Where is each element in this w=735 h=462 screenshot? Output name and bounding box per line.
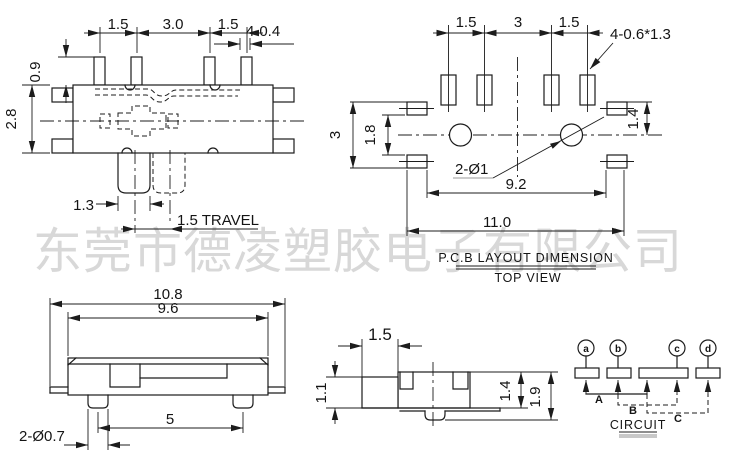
dim-holes-label: 2-Ø1 <box>455 161 488 178</box>
dim-side-offset: 1.4 <box>625 109 642 130</box>
pcb-layout-drawing: 1.5 3 1.5 4-0.6*1.3 3 1.8 1.4 2-Ø1 9.2 <box>327 14 671 285</box>
dim-body-width: 2.8 <box>3 109 20 130</box>
side-view-dimensions: 1.5 1.1 1.4 1.9 <box>313 325 558 424</box>
front-view-dimensions: 10.8 9.6 5 2-Ø0.7 <box>19 286 286 450</box>
dim-pin-width: 4-0.4 <box>246 23 280 40</box>
pcb-dimensions: 1.5 3 1.5 4-0.6*1.3 3 1.8 1.4 2-Ø1 9.2 <box>327 14 671 236</box>
terminal-d: d <box>699 339 717 369</box>
terminal-a: a <box>577 339 595 369</box>
circuit-diagram: a b c d <box>574 339 721 438</box>
top-view-drawing: 1.5 3.0 1.5 4-0.4 0.9 2.8 1.3 1.5 TRAVE <box>3 16 307 233</box>
dim-pin-pitch-mid: 3.0 <box>163 16 184 33</box>
terminal-b-label: b <box>615 344 621 355</box>
terminal-d-label: d <box>705 344 711 355</box>
dim-knob-width: 1.5 <box>368 325 392 344</box>
side-body-outline <box>361 371 501 421</box>
dim-pin-pitch: 5 <box>166 411 174 428</box>
dim-pad-pitch-mid: 3 <box>514 14 522 31</box>
contact-arrows <box>582 380 712 394</box>
dim-travel: 1.5 TRAVEL <box>177 212 259 229</box>
dim-body-height: 1.4 <box>497 381 514 402</box>
pcb-caption: P.C.B LAYOUT DIMENSION TOP VIEW <box>438 251 613 285</box>
slider-knob <box>117 152 186 194</box>
dim-overall: 11.0 <box>483 214 511 231</box>
dim-pin-pitch-left: 1.5 <box>108 16 129 33</box>
dim-overall-width: 10.8 <box>153 286 182 303</box>
solder-pads <box>406 74 628 169</box>
dim-hole-span: 9.2 <box>506 176 527 193</box>
terminal-c-label: c <box>674 344 680 355</box>
dim-body-width: 9.6 <box>158 300 179 317</box>
dim-pad-pitch-right: 1.5 <box>559 14 580 31</box>
front-body-outline <box>49 357 286 409</box>
pcb-caption-title: P.C.B LAYOUT DIMENSION <box>438 251 613 265</box>
circuit-caption: CIRCUIT <box>610 418 666 438</box>
front-view-drawing: 10.8 9.6 5 2-Ø0.7 <box>19 286 286 450</box>
position-links: A B C <box>585 393 709 425</box>
terminal-a-label: a <box>583 344 589 355</box>
dim-pad-size: 4-0.6*1.3 <box>610 26 671 43</box>
terminal-c: c <box>668 339 686 369</box>
dim-knob-width: 1.3 <box>73 197 94 214</box>
dim-knob-height: 1.1 <box>313 383 330 404</box>
side-view-drawing: 1.5 1.1 1.4 1.9 <box>313 325 558 426</box>
pcb-caption-subtitle: TOP VIEW <box>494 271 561 285</box>
dim-overall-height: 1.9 <box>527 387 544 408</box>
dim-side-span: 3 <box>327 131 344 139</box>
dim-pad-pitch-left: 1.5 <box>456 14 477 31</box>
dim-pin-protrusion: 0.9 <box>27 62 44 83</box>
contact-pads <box>574 367 721 379</box>
position-b-label: B <box>629 405 637 417</box>
dim-pin-pitch-right: 1.5 <box>218 16 239 33</box>
terminal-b: b <box>609 339 627 369</box>
dim-pin-dia: 2-Ø0.7 <box>19 428 65 445</box>
dim-side-gap: 1.8 <box>362 125 379 146</box>
fine-print-smudge <box>619 434 657 438</box>
pad-centerlines <box>399 25 634 162</box>
mounting-hole-left <box>448 123 473 147</box>
top-view-dimensions: 1.5 3.0 1.5 4-0.4 0.9 2.8 1.3 1.5 TRAVE <box>3 16 294 233</box>
position-c-label: C <box>674 413 682 425</box>
position-a-label: A <box>595 394 603 406</box>
switch-body-outline <box>51 56 295 154</box>
circuit-caption-title: CIRCUIT <box>610 418 666 432</box>
